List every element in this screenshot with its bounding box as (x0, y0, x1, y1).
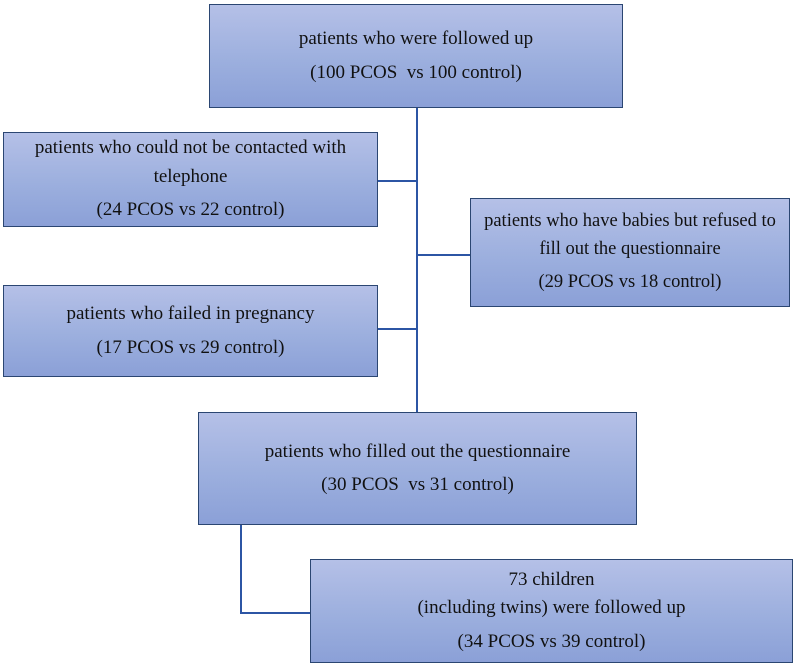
connector-drop-vertical (240, 525, 242, 614)
box-title: patients who could not be contacted with… (34, 137, 347, 187)
flow-box-filled-questionnaire: patients who filled out the questionnair… (198, 412, 637, 525)
box-count: (30 PCOS vs 31 control) (321, 474, 514, 495)
flow-box-not-contacted: patients who could not be contacted with… (3, 132, 378, 227)
box-title: patients who were followed up (298, 28, 534, 49)
connector-branch-failed-pregnancy (378, 328, 417, 330)
box-count: (17 PCOS vs 29 control) (96, 336, 285, 358)
box-count: (24 PCOS vs 22 control) (96, 199, 285, 221)
box-title: patients who filled out the questionnair… (264, 440, 571, 462)
flow-box-children-followed-up: 73 children (including twins) were follo… (310, 559, 793, 663)
connector-branch-refused (417, 254, 470, 256)
box-title: 73 children (including twins) were follo… (417, 568, 686, 619)
connector-branch-children (240, 612, 310, 614)
flow-box-refused-questionnaire: patients who have babies but refused to … (470, 198, 790, 307)
flow-box-failed-pregnancy: patients who failed in pregnancy (17 PCO… (3, 285, 378, 377)
connector-branch-not-contacted (378, 180, 417, 182)
connector-trunk-vertical (416, 108, 418, 412)
box-title: patients who failed in pregnancy (66, 303, 315, 324)
box-count: (100 PCOS vs 100 control) (310, 61, 522, 83)
box-title: patients who have babies but refused to … (484, 211, 776, 260)
box-count: (29 PCOS vs 18 control) (538, 271, 722, 292)
flow-box-followed-up: patients who were followed up (100 PCOS … (209, 4, 623, 108)
box-count: (34 PCOS vs 39 control) (457, 630, 646, 652)
